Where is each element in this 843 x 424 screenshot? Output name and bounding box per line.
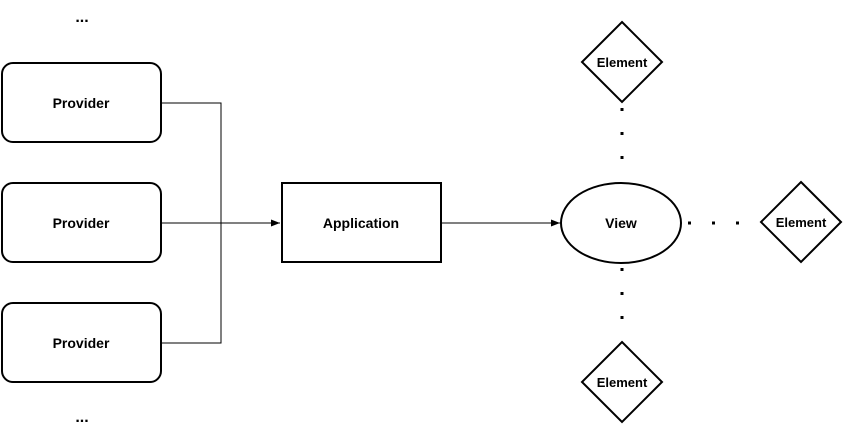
view-label: View — [605, 215, 637, 231]
providers-ellipsis-top: ... — [75, 9, 88, 26]
providers-ellipsis-bottom: ... — [75, 409, 88, 424]
application-node: Application — [281, 182, 442, 263]
provider-node-3: Provider — [1, 302, 162, 383]
element-node-top: Element — [580, 20, 664, 104]
provider-label-3: Provider — [53, 335, 110, 351]
connector-provider-3 — [162, 223, 222, 344]
element-label-bottom: Element — [597, 375, 648, 390]
application-label: Application — [323, 215, 399, 231]
element-label-right: Element — [776, 215, 827, 230]
element-node-bottom: Element — [580, 340, 664, 424]
provider-label-1: Provider — [53, 95, 110, 111]
element-label-top: Element — [597, 55, 648, 70]
view-node: View — [560, 182, 682, 264]
provider-label-2: Provider — [53, 215, 110, 231]
provider-node-2: Provider — [1, 182, 162, 263]
connector-provider-1 — [162, 102, 222, 223]
element-node-right: Element — [759, 180, 843, 264]
provider-node-1: Provider — [1, 62, 162, 143]
